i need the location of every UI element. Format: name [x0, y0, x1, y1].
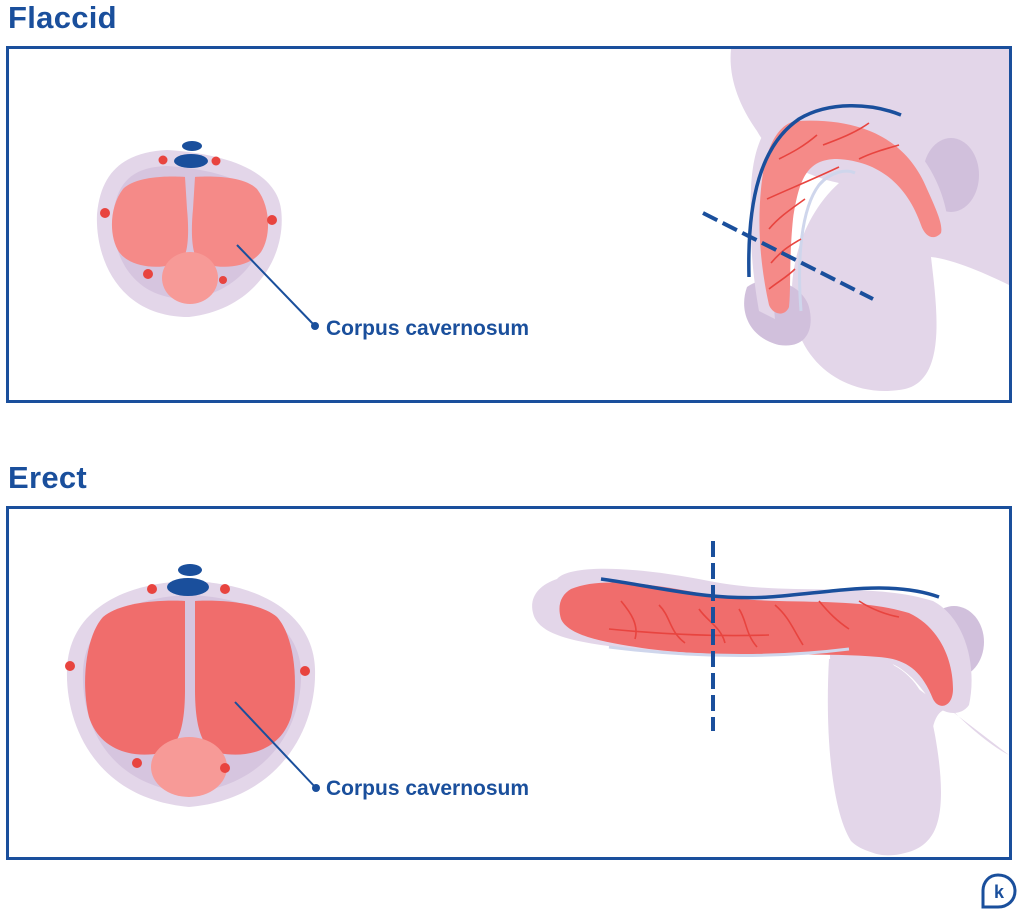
- callout-corpus-cavernosum-flaccid: Corpus cavernosum: [326, 317, 530, 340]
- flaccid-illustration: [96, 49, 1009, 392]
- flaccid-side-view: [702, 49, 1009, 392]
- dorsal-vein-top: [182, 141, 202, 151]
- artery-dot: [211, 156, 221, 166]
- corpus-cavernosum-right: [195, 600, 295, 755]
- nerve-dot: [143, 269, 153, 279]
- dorsal-vein-top: [178, 564, 202, 576]
- dorsal-vein-line: [747, 104, 902, 278]
- nerve-dot: [132, 758, 142, 768]
- lower-body: [827, 659, 941, 855]
- panel-erect: Corpus cavernosum: [6, 506, 1012, 860]
- artery-dot: [158, 155, 168, 165]
- nerve-dot: [220, 763, 230, 773]
- corpus-cavernosum-left: [111, 176, 189, 267]
- erect-cross-section: [65, 564, 320, 807]
- section-title-erect: Erect: [8, 460, 88, 495]
- callout-leader-line: [236, 244, 316, 327]
- section-cut-line: [702, 211, 874, 301]
- vessel-network: [766, 122, 900, 290]
- brand-logo-letter: k: [994, 882, 1005, 902]
- urethra-line: [798, 169, 856, 312]
- flaccid-cross-section: [96, 141, 319, 330]
- corpus-spongiosum: [151, 737, 227, 797]
- callout-leader-line: [234, 701, 317, 789]
- nerve-dot: [300, 666, 310, 676]
- callout-dot: [312, 784, 320, 792]
- erect-illustration: [65, 509, 1009, 856]
- urethra-line: [608, 645, 850, 658]
- nerve-dot: [219, 276, 227, 284]
- callout-corpus-cavernosum-erect: Corpus cavernosum: [326, 777, 530, 800]
- erect-side-view: [532, 509, 1009, 856]
- corpus-cavernosum-side: [759, 120, 942, 314]
- corpus-cavernosum-side: [559, 582, 953, 706]
- artery-dot: [220, 584, 230, 594]
- nerve-dot: [65, 661, 75, 671]
- vessel-network: [608, 600, 900, 648]
- section-title-flaccid: Flaccid: [8, 0, 117, 35]
- brand-logo-icon: k: [981, 873, 1017, 909]
- dorsal-vein-line: [600, 577, 940, 600]
- corpus-cavernosum-left: [85, 600, 185, 755]
- corpus-spongiosum: [162, 252, 218, 304]
- panel-flaccid: Corpus cavernosum: [6, 46, 1012, 403]
- callout-dot: [311, 322, 319, 330]
- artery-dot: [147, 584, 157, 594]
- nerve-dot: [100, 208, 110, 218]
- dorsal-vein: [174, 154, 208, 168]
- dorsal-vein: [167, 578, 209, 596]
- nerve-dot: [267, 215, 277, 225]
- corpus-cavernosum-right: [191, 176, 269, 267]
